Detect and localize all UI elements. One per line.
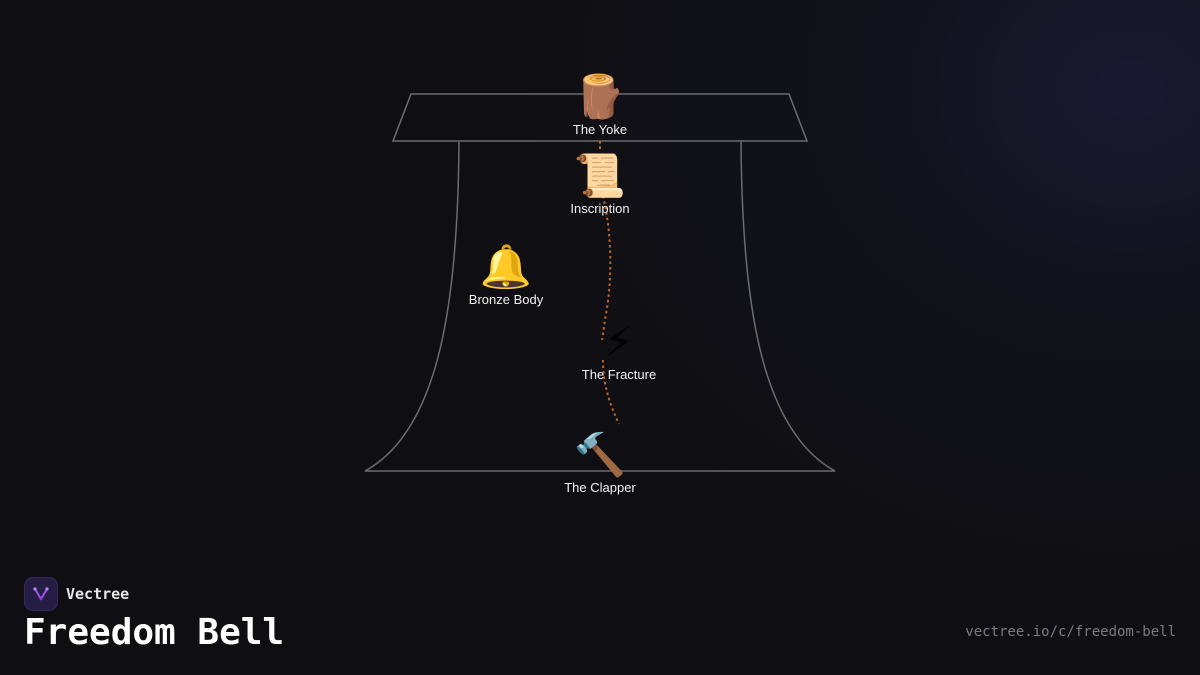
node-label: The Clapper (564, 480, 636, 495)
node-bronze-body[interactable]: 🔔 Bronze Body (468, 242, 544, 308)
brand[interactable]: Vectree (24, 577, 129, 611)
node-clapper[interactable]: 🔨 The Clapper (564, 430, 636, 496)
node-label: Bronze Body (468, 292, 544, 307)
node-inscription[interactable]: 📜 Inscription (570, 151, 630, 217)
brand-name: Vectree (66, 585, 130, 603)
log-icon: 🪵 (573, 72, 627, 121)
hammer-icon: 🔨 (573, 430, 627, 479)
vectree-logo-icon (24, 577, 58, 611)
node-label: Inscription (570, 201, 630, 216)
connector-fracture-clapper (602, 359, 620, 425)
bell-icon: 🔔 (479, 242, 533, 291)
connector-paths (599, 141, 620, 425)
node-label: The Fracture (581, 367, 657, 382)
bell-outline (364, 93, 836, 472)
page-title: Freedom Bell (24, 612, 285, 653)
node-fracture[interactable]: ⚡ The Fracture (581, 317, 657, 383)
yoke-outline (391, 93, 809, 142)
lightning-icon: ⚡ (604, 317, 634, 366)
scroll-icon: 📜 (573, 151, 627, 200)
page-url[interactable]: vectree.io/c/freedom-bell (965, 624, 1176, 640)
node-yoke[interactable]: 🪵 The Yoke (572, 72, 628, 138)
bell-body-outline (364, 140, 836, 472)
vectree-logo-glyph (33, 587, 49, 601)
node-label: The Yoke (572, 122, 628, 137)
